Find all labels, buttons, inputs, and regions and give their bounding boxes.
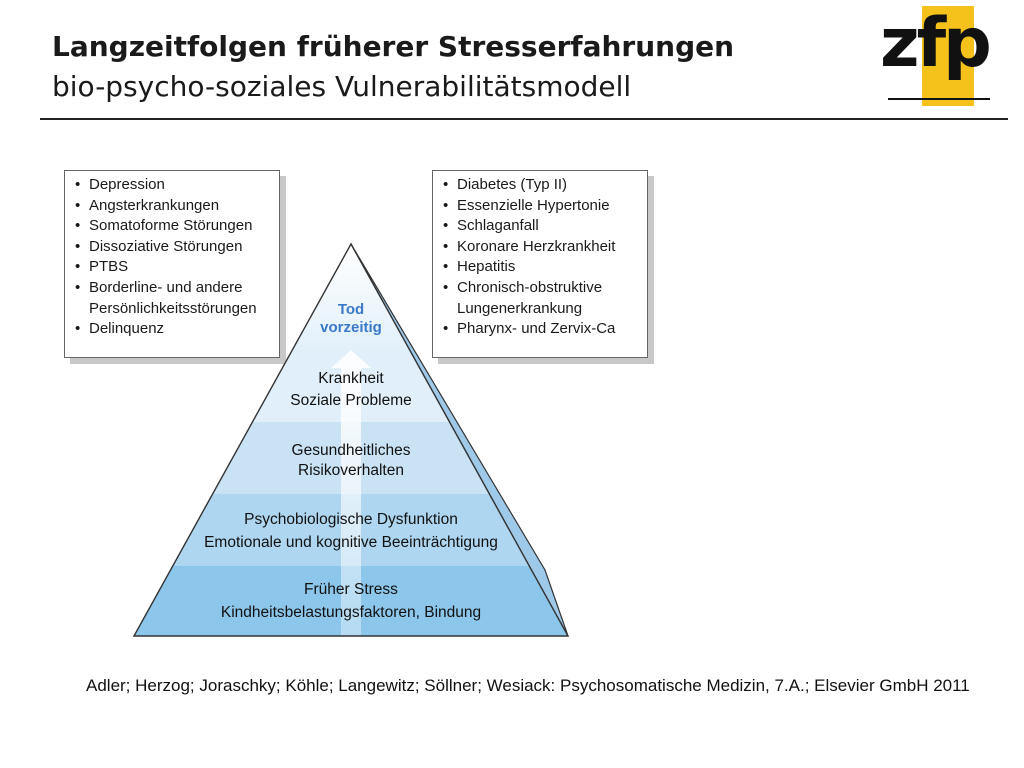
list-item: Schlaganfall	[443, 216, 639, 237]
level-3-line-2: Emotionale und kognitive Beeinträchtigun…	[204, 534, 498, 551]
list-item: Somatoforme Störungen	[75, 216, 271, 237]
list-item: Diabetes (Typ II)	[443, 175, 639, 196]
list-item-continuation: Persönlichkeitsstörungen	[89, 299, 257, 317]
level-2-line-1: Gesundheitliches	[292, 442, 411, 459]
list-item: Angsterkrankungen	[75, 196, 271, 217]
list-item: Hepatitis	[443, 257, 639, 278]
list-item: Koronare Herzkrankheit	[443, 237, 639, 258]
slide-subtitle: bio-psycho-soziales Vulnerabilitätsmodel…	[52, 70, 632, 103]
pyramid-outline	[132, 242, 570, 637]
logo-underline	[888, 98, 990, 100]
level-4-line-1: Früher Stress	[304, 581, 398, 598]
slide-title: Langzeitfolgen früherer Stresserfahrunge…	[52, 30, 735, 63]
list-item: PTBS	[75, 257, 271, 278]
list-item: Essenzielle Hypertonie	[443, 196, 639, 217]
title-divider	[40, 118, 1008, 120]
level-4-line-2: Kindheitsbelastungsfaktoren, Bindung	[221, 604, 481, 621]
list-item: Pharynx- und Zervix-Ca	[443, 319, 639, 340]
mental-disorders-box: Depression Angsterkrankungen Somatoforme…	[64, 170, 280, 358]
physical-diseases-box: Diabetes (Typ II) Essenzielle Hypertonie…	[432, 170, 648, 358]
logo-text: zfp	[880, 4, 992, 83]
level-2-line-2: Risikoverhalten	[298, 462, 404, 479]
source-citation: Adler; Herzog; Joraschky; Köhle; Langewi…	[86, 676, 970, 695]
level-1-line-1: Krankheit	[318, 370, 384, 387]
list-item: Dissoziative Störungen	[75, 237, 271, 258]
level-1-line-2: Soziale Probleme	[290, 392, 411, 409]
logo-yellow-block	[922, 6, 974, 106]
upward-arrow	[331, 350, 371, 636]
zfp-logo: zfp	[880, 6, 1000, 108]
apex-label-tod: Tod	[338, 301, 364, 318]
list-item-continuation: Lungenerkrankung	[457, 299, 583, 317]
list-item: Delinquenz	[75, 319, 271, 340]
list-item: Depression	[75, 175, 271, 196]
apex-label-vorzeitig: vorzeitig	[320, 319, 382, 336]
list-item: Chronisch-obstruktive	[443, 278, 639, 299]
list-item: Borderline- und andere	[75, 278, 271, 299]
level-3-line-1: Psychobiologische Dysfunktion	[244, 511, 458, 528]
